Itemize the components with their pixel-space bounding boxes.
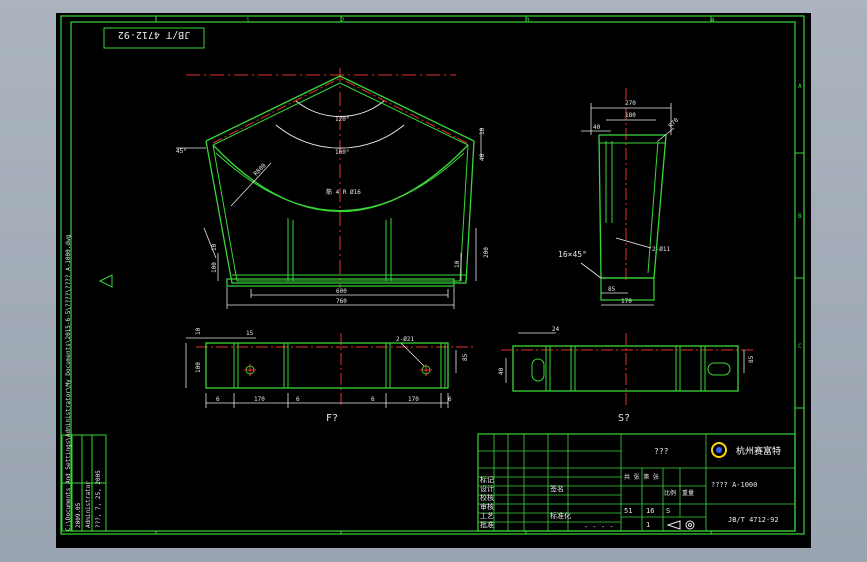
sheet-note: 共 张 第 张 (624, 473, 659, 481)
side-chamfer-note: 16×45° (558, 250, 587, 259)
title-dash-note: - - - - (584, 523, 614, 531)
cell-1: 51 (624, 507, 632, 515)
side-dim-top-total: 270 (625, 100, 636, 107)
plan-right-dim-a: 24 (552, 326, 560, 333)
file-path: C:\Documents And Settings\Administrator\… (65, 234, 72, 531)
weight-label: 重量 (682, 489, 694, 497)
projection-symbol-icon (666, 520, 695, 530)
title-mid-label-2: 标准化 (550, 511, 571, 520)
engineering-drawing: 1 2 3 4 A B C JB/T 4712-92 (60, 15, 805, 535)
plan-right-view: 24 40 85 S? (498, 326, 756, 424)
code-box-text: JB/T 4712-92 (118, 29, 190, 40)
dim-bottom-inner: 600 (336, 288, 347, 295)
company-name: 杭州赛富特 (736, 445, 781, 457)
outer-frame (60, 15, 805, 535)
drawing-name: ???? A-1000 (711, 481, 757, 489)
border-num-top-3: 3 (526, 17, 530, 24)
border-letter-a: A (798, 83, 802, 90)
drawing-code: JB/T 4712-92 (728, 516, 779, 524)
revision-user: Administrator (85, 481, 92, 528)
cell-4: 1 (646, 521, 650, 529)
border-num-top-2: 2 (341, 17, 345, 24)
drawing-sheet: 1 2 3 4 A B C JB/T 4712-92 (56, 13, 811, 548)
title-row-label-6: 批准 (480, 520, 494, 529)
code-box (103, 27, 205, 49)
side-dim-radius: R70 (667, 117, 680, 130)
border-num-top-1: 1 (246, 17, 250, 24)
title-row-label-1: 标记 (480, 475, 494, 484)
plan-left-dim-2: 170 (254, 396, 265, 403)
side-dim-top-left: 40 (593, 124, 601, 131)
plan-left-dim-a: 10 (195, 327, 202, 335)
cell-2: 16 (646, 507, 654, 515)
plan-left-dim-h1: 100 (195, 362, 202, 373)
title-row-label-3: 校核 (480, 493, 494, 502)
dim-right-side: 10 (454, 260, 461, 268)
plan-left-view: 10 15 100 85 2-Ø21 6 170 6 6 170 6 F? (185, 327, 476, 424)
plan-left-dim-5: 170 (408, 396, 419, 403)
title-row-label-5: 工艺 (480, 512, 494, 520)
plan-left-dim-3: 6 (296, 396, 300, 403)
side-dim-top-inner: 180 (625, 112, 636, 119)
dim-right-height: 200 (483, 247, 490, 258)
front-view: 120° 100° 45° R800 筋 4 R Ø16 600 760 200… (176, 68, 490, 309)
side-view-label: S? (618, 413, 630, 424)
plan-left-hole-note: 2-Ø21 (396, 336, 414, 343)
dim-left-1: 10 (211, 243, 218, 251)
inner-frame (70, 21, 796, 532)
plan-right-dim-h2: 85 (748, 355, 755, 363)
side-dim-bottom-1: 85 (608, 286, 616, 293)
dim-top-right-2: 40 (479, 153, 486, 161)
title-row-label-2: 设计 (480, 484, 494, 493)
plan-right-dim-h1: 40 (498, 367, 505, 375)
revision-plot-date: ???, 7, 25, 2005 (95, 470, 102, 528)
plan-left-dim-h2: 85 (462, 353, 469, 361)
side-dim-bottom-2: 170 (621, 298, 632, 305)
revision-date: 2009.05 (75, 502, 82, 528)
title-block: 标记 设计 校核 审核 工艺 批准 签名 标准化 - - - - ??? 杭州赛… (477, 433, 796, 532)
dim-top-right-1: 10 (479, 127, 486, 135)
company-logo (711, 442, 727, 458)
part-name: ??? (654, 447, 669, 456)
border-num-top-4: 4 (711, 17, 715, 24)
chamfer-label: 45° (176, 148, 187, 155)
plan-left-dim-6: 6 (448, 396, 452, 403)
angle-outer-label: 120° (335, 116, 349, 123)
side-view: 270 180 40 R70 16×45° 2-Ø11 85 170 (558, 88, 680, 306)
plan-left-dim-1: 6 (216, 396, 220, 403)
dim-bottom-total: 760 (336, 298, 347, 305)
title-row-label-4: 审核 (480, 502, 494, 511)
side-weld-note: 2-Ø11 (652, 246, 670, 253)
front-view-label: F? (326, 413, 338, 424)
plan-left-dim-4: 6 (371, 396, 375, 403)
zone-ticks (155, 16, 804, 534)
revision-block: C:\Documents And Settings\Administrator\… (61, 234, 107, 532)
centering-mark (98, 274, 113, 288)
border-letter-c: C (798, 343, 802, 350)
plan-left-dim-b: 15 (246, 330, 254, 337)
cell-3: S (666, 507, 670, 515)
scale-label: 比例 (664, 489, 676, 497)
angle-inner-label: 100° (335, 149, 349, 156)
dim-left-2: 100 (211, 262, 218, 273)
border-letter-b: B (798, 213, 802, 220)
title-mid-label-1: 签名 (550, 484, 564, 493)
holes-note: 筋 4 R Ø16 (326, 188, 361, 196)
